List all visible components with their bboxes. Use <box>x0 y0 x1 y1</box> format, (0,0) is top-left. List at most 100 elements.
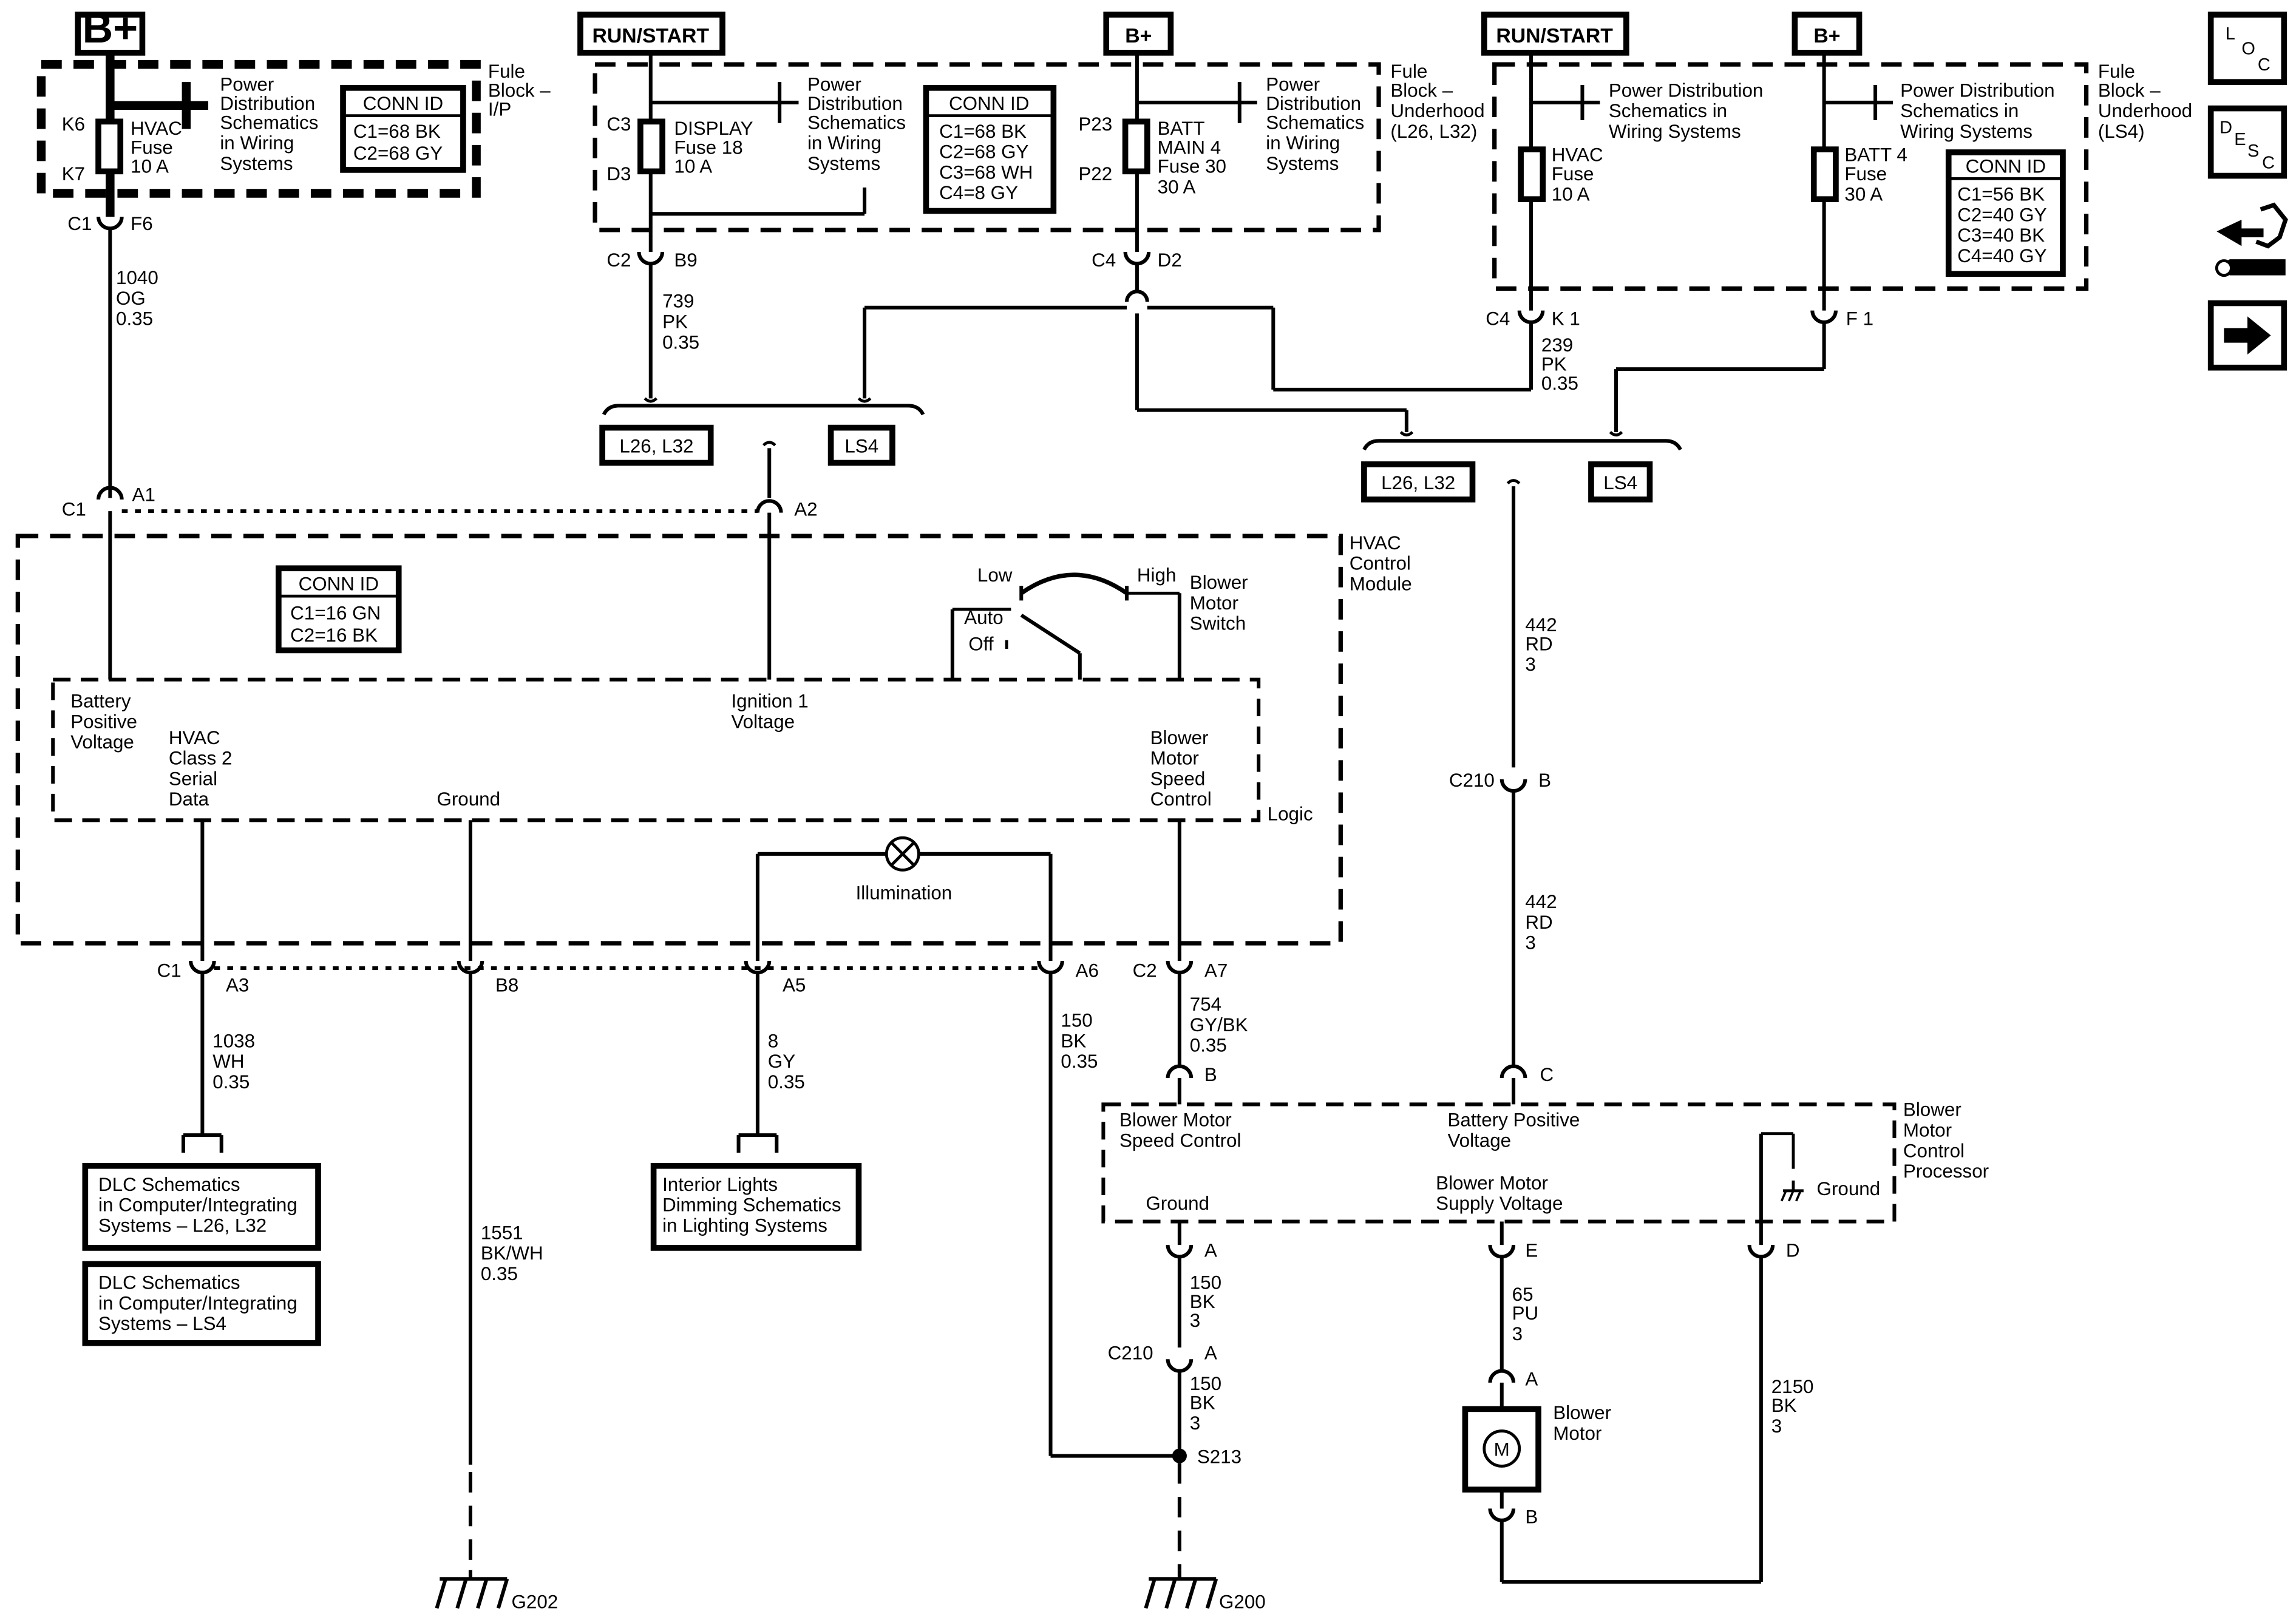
block-label: Block – <box>2098 80 2161 101</box>
wire-label: 239 <box>1541 334 1573 356</box>
fuse-label: HVAC <box>1552 144 1603 165</box>
supply-label: B+ <box>1813 24 1840 47</box>
wire-label: BK/WH <box>481 1242 543 1264</box>
wire-label: 3 <box>1512 1323 1523 1344</box>
ground-label: G200 <box>1219 1592 1266 1613</box>
conn-id-row: C4=40 GY <box>1957 245 2046 266</box>
wire-label: PK <box>1541 354 1567 375</box>
ref-dlc-ls4: DLC Schematics in Computer/Integrating S… <box>82 1261 321 1346</box>
connector-label: K 1 <box>1552 308 1580 330</box>
block-label: Fule <box>2098 61 2135 82</box>
ground-g202: G202 <box>435 1570 558 1613</box>
conn-id-row: C3=40 BK <box>1957 225 2045 246</box>
supply-label: RUN/START <box>1496 24 1613 47</box>
note-text: in Wiring <box>220 132 294 154</box>
splice-label: S213 <box>1197 1446 1241 1468</box>
fuse-label: Fuse <box>1552 163 1594 185</box>
ref-text: in Computer/Integrating <box>98 1195 297 1216</box>
pin-function: Ground <box>436 788 500 810</box>
connector-label: C4 <box>1486 308 1510 330</box>
wire-label: 0.35 <box>1541 373 1578 394</box>
wire-label: 3 <box>1190 1412 1200 1434</box>
wire-label: 2150 <box>1771 1376 1814 1397</box>
note-text: Schematics <box>220 112 318 133</box>
nav-letter: E <box>2234 130 2246 149</box>
wire-label: 0.35 <box>481 1263 518 1284</box>
connector-label: D2 <box>1158 249 1182 271</box>
wire-239: C4 K 1 239 PK 0.35 F 1 <box>1486 308 1873 437</box>
conn-id-title: CONN ID <box>363 93 443 114</box>
ref-text: DLC Schematics <box>98 1174 240 1195</box>
conn-id-row: C2=16 BK <box>290 625 378 646</box>
wire-label: WH <box>212 1051 244 1072</box>
conn-id-row: C2=68 GY <box>353 143 443 164</box>
ref-text: in Lighting Systems <box>662 1215 827 1236</box>
note-text: Power <box>220 74 274 95</box>
wire-label: 739 <box>662 291 694 312</box>
pin-function: Battery <box>70 691 131 712</box>
wire-label: 1551 <box>481 1222 523 1243</box>
conn-id-row: C4=8 GY <box>939 182 1018 203</box>
pin-function: Ground <box>1146 1193 1209 1214</box>
note-text: Distribution <box>1266 93 1361 114</box>
module-label: HVAC <box>1350 532 1401 554</box>
supply-label: B+ <box>1125 24 1152 47</box>
fuse-label: 10 A <box>131 156 169 177</box>
wire-label: 754 <box>1190 994 1221 1015</box>
connector-label: A1 <box>132 484 155 505</box>
pin-function: Positive <box>70 711 137 732</box>
pin-function: Motor <box>1150 748 1199 769</box>
pin-function: Data <box>169 788 209 810</box>
wire-label: 442 <box>1525 891 1557 912</box>
connector-label: B8 <box>495 975 518 996</box>
note-text: Distribution <box>220 93 315 114</box>
note-text: Systems <box>807 153 880 174</box>
wire-1038: 1038 WH 0.35 <box>181 972 255 1153</box>
option-label: LS4 <box>1603 472 1637 493</box>
block-label: Block – <box>488 80 551 101</box>
fuse-label: Fuse 30 <box>1158 156 1226 177</box>
fuse-label: BATT 4 <box>1844 144 1907 165</box>
connector-icon[interactable] <box>2215 202 2288 277</box>
block-label: (L26, L32) <box>1390 121 1477 142</box>
motor-label: Blower <box>1553 1402 1611 1423</box>
conn-id-title: CONN ID <box>1966 156 2046 177</box>
blower-motor: M Blower Motor B <box>1462 1402 1761 1584</box>
wire-150-module: 150 BK 0.35 <box>1048 972 1180 1458</box>
option-label: LS4 <box>844 436 878 457</box>
ground-g200: G200 <box>1144 1570 1266 1613</box>
connector-label: A <box>1525 1369 1538 1390</box>
connector-label: A <box>1204 1239 1217 1261</box>
pin-function: HVAC <box>169 727 220 748</box>
nav-loc-button[interactable]: L O C <box>2207 12 2288 85</box>
ref-text: Systems – L26, L32 <box>98 1215 267 1236</box>
pin-label: K7 <box>62 163 85 185</box>
pin-function: Voltage <box>70 731 134 753</box>
pin-function: Ground <box>1817 1178 1881 1199</box>
wire-65: E 65 PU 3 A <box>1488 1221 1538 1409</box>
supply-bplus-3: B+ <box>1792 12 1863 56</box>
wire-label: PK <box>662 311 688 333</box>
connector-label: C1 <box>157 960 182 981</box>
pin-function: Voltage <box>731 711 795 732</box>
nav-letter: D <box>2220 118 2232 138</box>
conn-id-title: CONN ID <box>949 93 1029 114</box>
wire-label: 150 <box>1061 1010 1092 1031</box>
note-text: Power Distribution <box>1900 80 2054 101</box>
module-label: Control <box>1903 1140 1965 1161</box>
block-label: Fule <box>488 61 525 82</box>
nav-letter: O <box>2241 39 2255 58</box>
connector-label: A6 <box>1076 960 1099 981</box>
note-text: Distribution <box>807 93 903 114</box>
option-label: L26, L32 <box>1381 472 1455 493</box>
wire-batt-main-4: C4 D2 <box>857 249 1532 437</box>
arrow-right-icon[interactable] <box>2207 300 2288 371</box>
nav-desc-button[interactable]: D E S C <box>2207 105 2288 179</box>
conn-id-row: C3=68 WH <box>939 161 1033 183</box>
pin-function: Speed <box>1150 768 1206 789</box>
option-label: L26, L32 <box>619 436 693 457</box>
nav-letter: S <box>2247 141 2259 161</box>
note-text: in Wiring <box>1266 132 1340 154</box>
